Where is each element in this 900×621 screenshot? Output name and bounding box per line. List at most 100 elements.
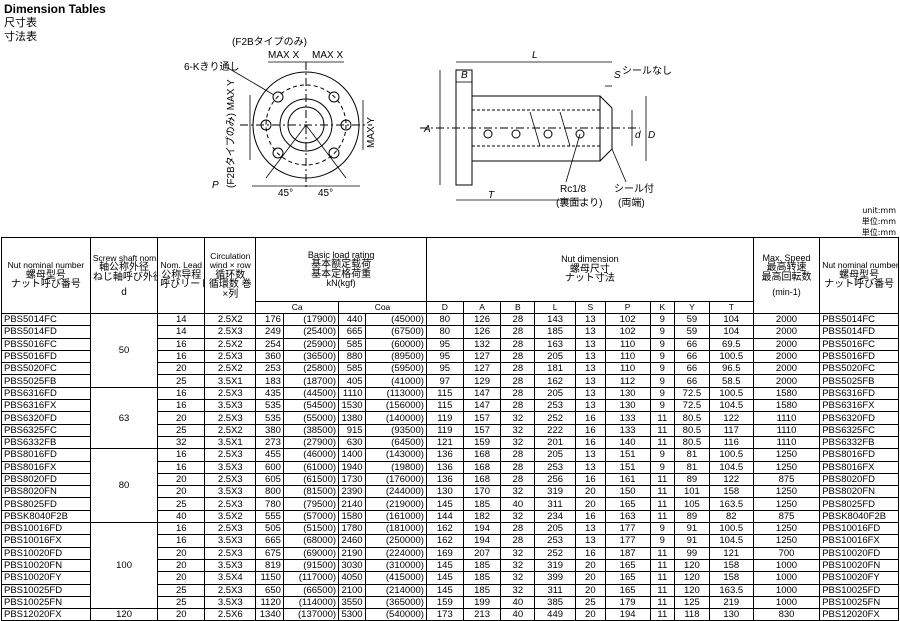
cell-circulation: 2.5X3 (204, 583, 257, 597)
cell-k: 9 (649, 337, 676, 351)
cell-l: 205 (534, 349, 577, 364)
cell-nut-number: PBS8016FD (1, 448, 91, 462)
cell-ca-kgf: (51500) (282, 522, 340, 536)
cell-a: 207 (462, 546, 502, 560)
cell-lead: 16 (157, 534, 206, 548)
cell-d: 95 (425, 362, 464, 376)
cell-ca-kn: 605 (255, 472, 284, 487)
cell-l: 252 (534, 546, 577, 560)
cell-k: 11 (649, 546, 676, 560)
header-circulation: Circulation wind × row 循环数 循環数 巻×列 (204, 237, 257, 314)
cell-s: 13 (575, 386, 606, 401)
cell-lead: 25 (157, 595, 206, 610)
cell-b: 28 (500, 534, 536, 548)
cell-y: 81 (674, 460, 710, 474)
cell-ca-kn: 249 (255, 325, 284, 339)
cell-d: 80 (425, 325, 464, 339)
cell-l: 205 (534, 448, 577, 462)
cell-s: 20 (575, 558, 606, 573)
cell-nut-number-right: PBS10020FD (819, 546, 899, 560)
cell-d: 130 (425, 485, 464, 499)
cell-coa-kgf: (181000) (364, 522, 427, 536)
label-rc: Rc1/8 (560, 184, 587, 195)
cell-y: 91 (674, 522, 710, 536)
cell-ca-kgf: (57000) (282, 509, 340, 524)
cell-ca-kgf: (38500) (282, 423, 340, 437)
cell-a: 147 (462, 386, 502, 401)
title-english: Dimension Tables (4, 2, 106, 16)
cell-l: 253 (534, 399, 577, 413)
cell-d: 95 (425, 349, 464, 364)
cell-lead: 20 (157, 472, 206, 487)
cell-coa-kn: 585 (338, 362, 366, 376)
cell-t: 121 (708, 546, 754, 560)
cell-circulation: 3.5X1 (204, 374, 257, 388)
cell-s: 13 (575, 325, 606, 339)
unit-english: unit:mm (862, 206, 896, 215)
cell-l: 201 (534, 435, 577, 450)
cell-lead: 16 (157, 399, 206, 413)
cell-d: 115 (425, 386, 464, 401)
label-f2b-only-top: (F2Bタイプのみ) (232, 36, 307, 48)
cell-circulation: 3.5X3 (204, 534, 257, 548)
cell-nut-number-right: PBS10016FD (819, 522, 899, 536)
cell-p: 177 (604, 522, 651, 536)
cell-a: 127 (462, 362, 502, 376)
cell-y: 120 (674, 583, 710, 597)
cell-p: 102 (604, 312, 651, 327)
cell-coa-kn: 2390 (338, 485, 366, 499)
cell-t: 100.5 (708, 448, 754, 462)
technical-drawing: (F2Bタイプのみ) MAX X MAX X 6-Kきり通し (F2Bタイプのみ… (184, 36, 672, 209)
cell-nut-number: PBS10016FX (1, 534, 91, 548)
cell-max-speed: 2000 (752, 362, 821, 376)
cell-p: 187 (604, 546, 651, 560)
cell-coa-kgf: (224000) (364, 546, 427, 560)
cell-d: 169 (425, 546, 464, 560)
cell-t: 158 (708, 571, 754, 585)
cell-k: 11 (649, 558, 676, 573)
cell-d: 136 (425, 472, 464, 487)
cell-l: 319 (534, 558, 577, 573)
cell-l: 143 (534, 312, 577, 327)
cell-t: 100.5 (708, 349, 754, 364)
cell-d: 136 (425, 460, 464, 474)
header-nut-dimension: Nut dimension 螺母尺寸 ナット寸法 (425, 237, 754, 302)
cell-max-speed: 830 (752, 608, 821, 621)
cell-y: 59 (674, 312, 710, 327)
cell-nut-number-right: PBS6320FD (819, 411, 899, 425)
cell-t: 163.5 (708, 497, 754, 511)
cell-circulation: 2.5X2 (204, 362, 257, 376)
cell-circulation: 2.5X2 (204, 312, 257, 327)
cell-nut-number: PBS10020FN (1, 558, 91, 573)
cell-b: 32 (500, 546, 536, 560)
header-ca: Ca (255, 301, 340, 314)
cell-coa-kgf: (214000) (364, 583, 427, 597)
cell-coa-kgf: (161000) (364, 509, 427, 524)
cell-ca-kgf: (25400) (282, 325, 340, 339)
cell-ca-kn: 535 (255, 411, 284, 425)
cell-b: 32 (500, 571, 536, 585)
cell-ca-kgf: (117000) (282, 571, 340, 585)
cell-ca-kgf: (46000) (282, 448, 340, 462)
cell-circulation: 3.5X3 (204, 399, 257, 413)
cell-a: 168 (462, 460, 502, 474)
cell-coa-kn: 915 (338, 423, 366, 437)
cell-max-speed: 1000 (752, 583, 821, 597)
cell-coa-kn: 1110 (338, 386, 366, 401)
header-col-p: P (604, 301, 651, 314)
cell-coa-kgf: (60000) (364, 337, 427, 351)
header-col-s: S (575, 301, 606, 314)
cell-ca-kn: 665 (255, 534, 284, 548)
cell-circulation: 2.5X2 (204, 423, 257, 437)
label-s: S (614, 70, 621, 81)
cell-ca-kn: 650 (255, 583, 284, 597)
cell-nut-number-right: PBS6332FB (819, 435, 899, 450)
cell-s: 13 (575, 534, 606, 548)
cell-p: 165 (604, 583, 651, 597)
cell-a: 185 (462, 497, 502, 511)
cell-s: 16 (575, 435, 606, 450)
cell-coa-kgf: (310000) (364, 558, 427, 573)
cell-a: 185 (462, 583, 502, 597)
cell-coa-kgf: (156000) (364, 399, 427, 413)
cell-nut-number: PBS6332FB (1, 435, 91, 450)
